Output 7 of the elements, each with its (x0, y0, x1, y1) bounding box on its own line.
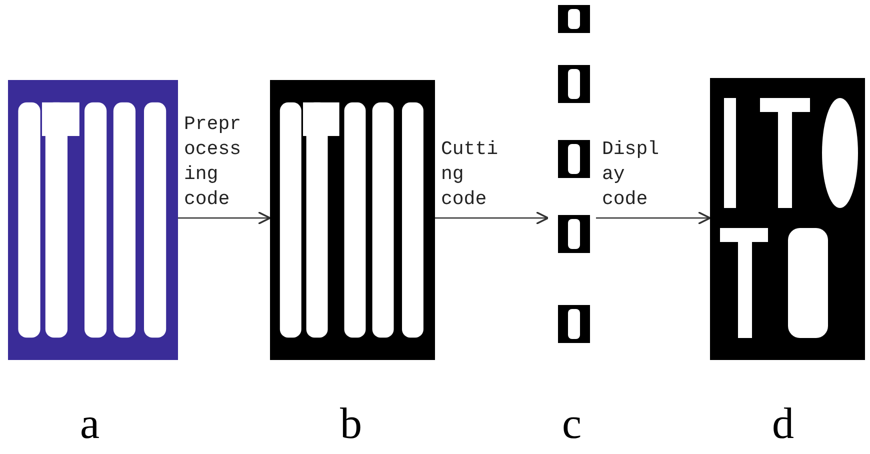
panel-letter: d (772, 398, 794, 449)
panel-letter: c (562, 398, 582, 449)
arrow (178, 211, 271, 225)
panel-letter: b (340, 398, 362, 449)
arrow (435, 211, 549, 225)
panel-letter: a (80, 398, 100, 449)
arrow (596, 211, 711, 225)
